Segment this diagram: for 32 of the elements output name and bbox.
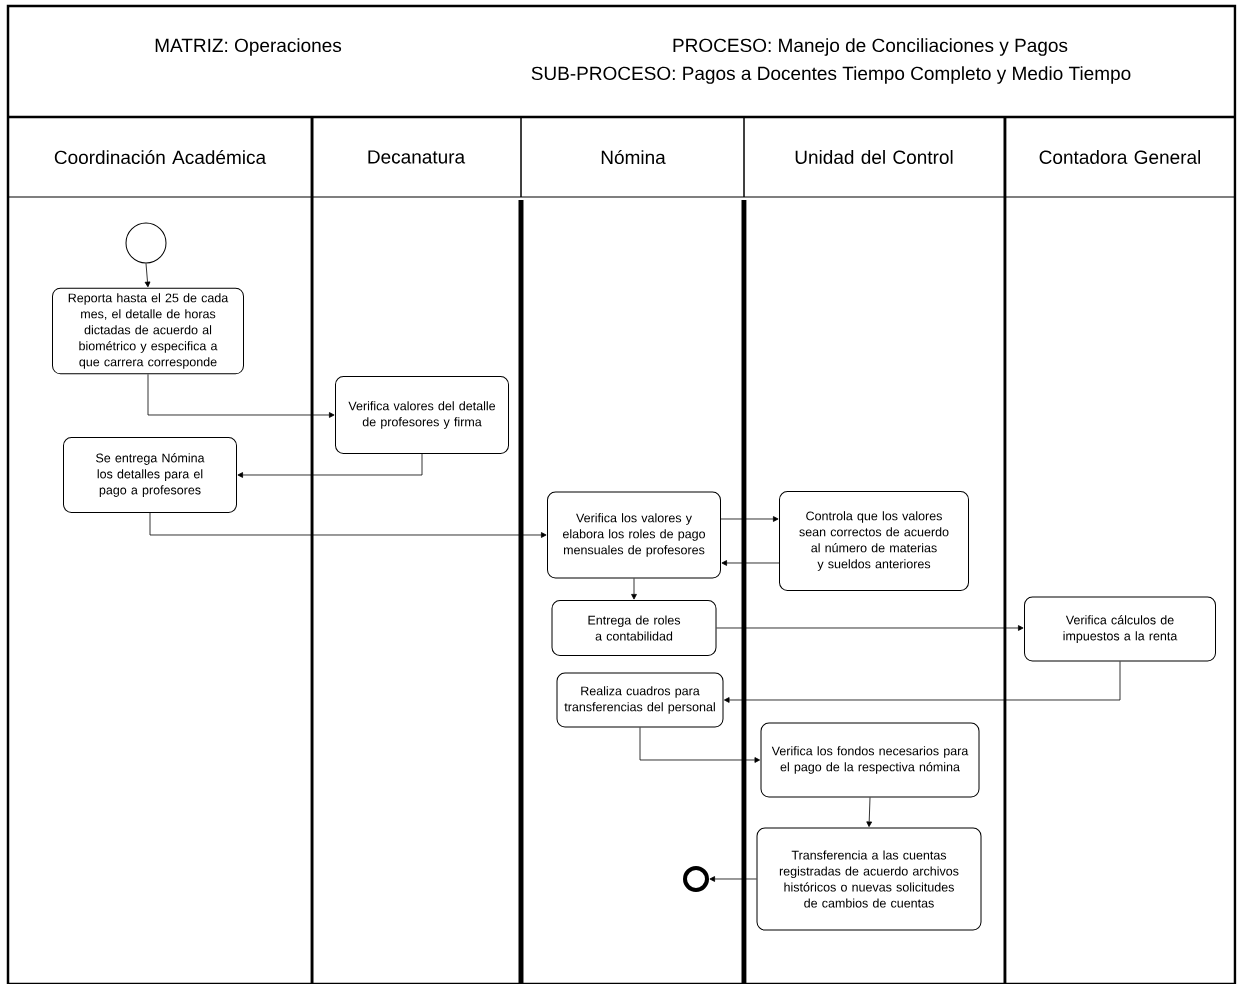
arrow [866, 797, 873, 827]
end-circle [683, 866, 709, 892]
arrow [237, 453, 423, 478]
activity-box: Controla que los valores sean correctos de acuerdo al número de materias y sueldos anteriores [779, 491, 969, 591]
lane-header: Unidad del Control [795, 150, 953, 164]
activity-box: Verifica valores del detalle de profesores y firma [335, 376, 509, 454]
lane-header: Decanatura [368, 150, 466, 164]
activity-box: Verifica los fondos necesarios para el pago de la respectiva nómina [760, 722, 980, 798]
activity-box: Reporta hasta el 25 de cada mes, el detalle de horas dictadas de acuerdo al biométrico y especifica a que carrera corresponde [52, 287, 244, 375]
activity-box: Entrega de roles a contabilidad [551, 600, 717, 656]
activity-box: Realiza cuadros para transferencias del personal [556, 672, 724, 728]
arrow [149, 512, 547, 538]
arrow [144, 263, 151, 288]
lane-header: Coordinación Académica [54, 149, 267, 165]
arrow [721, 560, 780, 566]
title-text: MATRIZ: Operaciones [155, 38, 342, 56]
lane-header: Contadora General [1039, 150, 1201, 164]
title-text: SUB-PROCESO: Pagos a Docentes Tiempo Completo y Medio Tiempo [531, 66, 1131, 84]
activity-box: Verifica los valores y elabora los roles de pago mensuales de profesores [547, 491, 721, 579]
arrow [147, 373, 335, 418]
title-text: PROCESO: Manejo de Conciliaciones y Pagos [673, 38, 1068, 56]
arrow [639, 727, 760, 763]
activity-box: Se entrega Nómina los detalles para el pago a profesores [63, 437, 237, 513]
arrow [724, 661, 1121, 703]
activity-box: Transferencia a las cuentas registradas de acuerdo archivos históricos o nuevas solicitudes de cambios de cuentas [756, 827, 982, 931]
arrow [631, 578, 637, 600]
arrow [716, 625, 1024, 631]
start-circle [125, 222, 167, 264]
activity-box: Verifica cálculos de impuestos a la renta [1024, 596, 1216, 662]
arrow [709, 876, 757, 882]
arrow [720, 516, 779, 522]
lane-header: Nómina [601, 149, 666, 165]
